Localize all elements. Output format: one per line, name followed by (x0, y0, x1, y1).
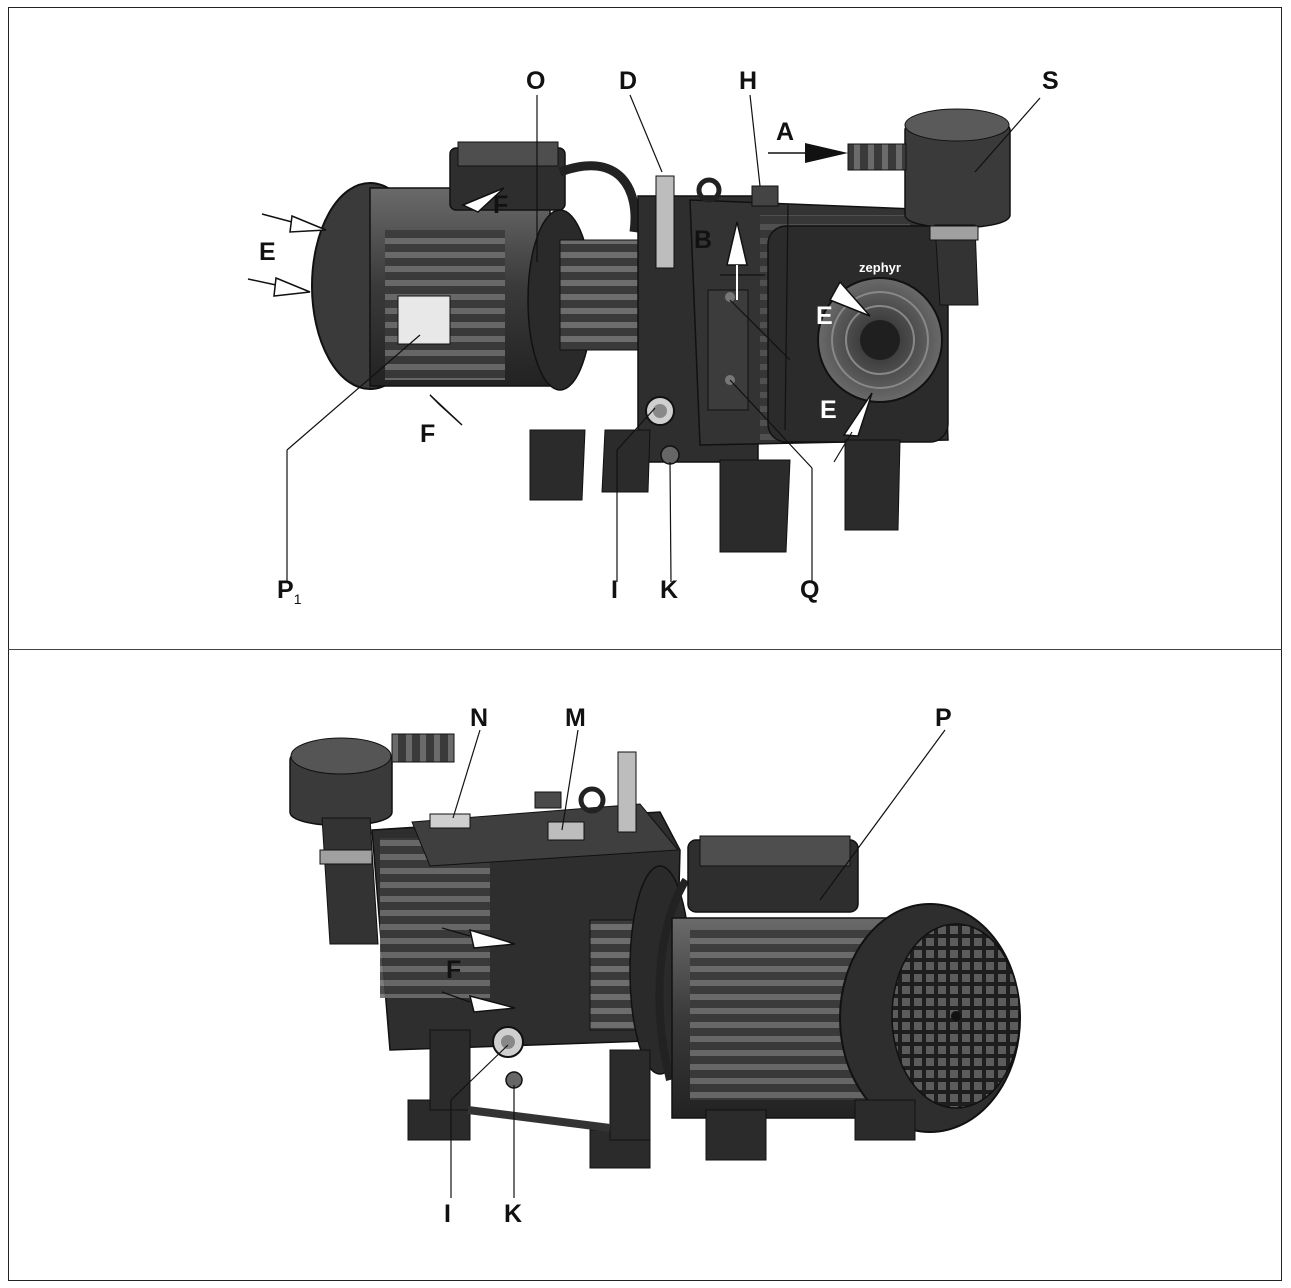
label-Q: Q (800, 576, 820, 604)
label-D: D (619, 67, 638, 95)
label-P1: P1 (277, 576, 302, 607)
relief-valve (655, 175, 675, 269)
panel-divider (8, 649, 1282, 650)
label-O: O (526, 67, 546, 95)
label-H: H (739, 67, 758, 95)
bottom-flow-arrows (441, 927, 516, 1013)
label-S: S (1042, 67, 1059, 95)
name-plate (429, 813, 471, 829)
label-I-top: I (611, 576, 618, 604)
oil-drain-plug (660, 445, 680, 465)
label-K-bottom: K (504, 1200, 523, 1228)
label-E-fan-top: E (816, 302, 833, 330)
top-pump: zephyr (311, 108, 1011, 553)
label-E-left: E (259, 238, 276, 266)
top-flow-arrows (247, 143, 873, 463)
top-leader-lines (286, 94, 1041, 583)
label-F-top: F (493, 191, 509, 219)
label-P1-subscript: 1 (293, 591, 302, 607)
bottom-leader-lines (450, 729, 946, 1198)
label-B: B (694, 226, 713, 254)
label-F-bottom-pump: F (446, 956, 462, 984)
label-P1-letter: P (277, 576, 294, 604)
lifting-eye (696, 177, 722, 203)
label-K-top: K (660, 576, 679, 604)
label-M: M (565, 704, 586, 732)
rating-plate (397, 295, 451, 345)
label-F-bottom: F (420, 420, 436, 448)
inlet-port (847, 143, 907, 171)
outlet-pipe (707, 289, 749, 411)
label-N: N (470, 704, 489, 732)
direction-plate (547, 821, 585, 841)
bottom-pump (289, 733, 1021, 1169)
figure-frame (8, 7, 1282, 1281)
oil-filler-cap (751, 185, 779, 207)
label-I-bottom: I (444, 1200, 451, 1228)
label-A: A (776, 118, 795, 146)
label-E-fan-bottom: E (820, 396, 837, 424)
label-P: P (935, 704, 952, 732)
brand-logo: zephyr (859, 260, 901, 275)
